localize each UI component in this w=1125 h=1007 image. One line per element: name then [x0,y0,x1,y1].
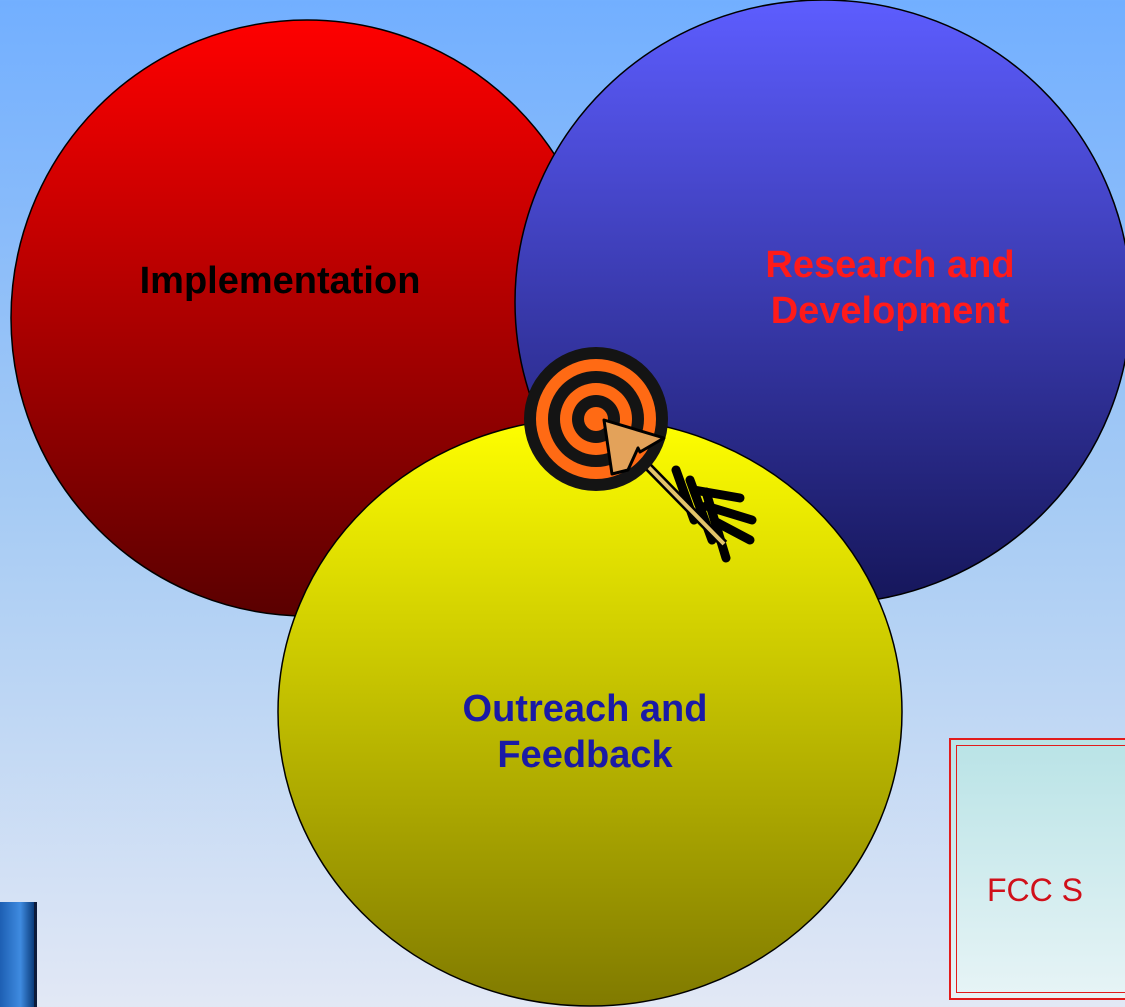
implementation-label: Implementation [139,260,421,302]
fcc-text: FCC S [987,872,1083,908]
target-icon [524,347,757,563]
research-development-label: Research and Development [765,244,1015,333]
corner-graphic [0,902,37,1007]
fcc-textbox: FCC S [949,738,1125,1000]
arrowhead [602,418,666,476]
outreach-feedback-label: Outreach and Feedback [462,688,708,777]
